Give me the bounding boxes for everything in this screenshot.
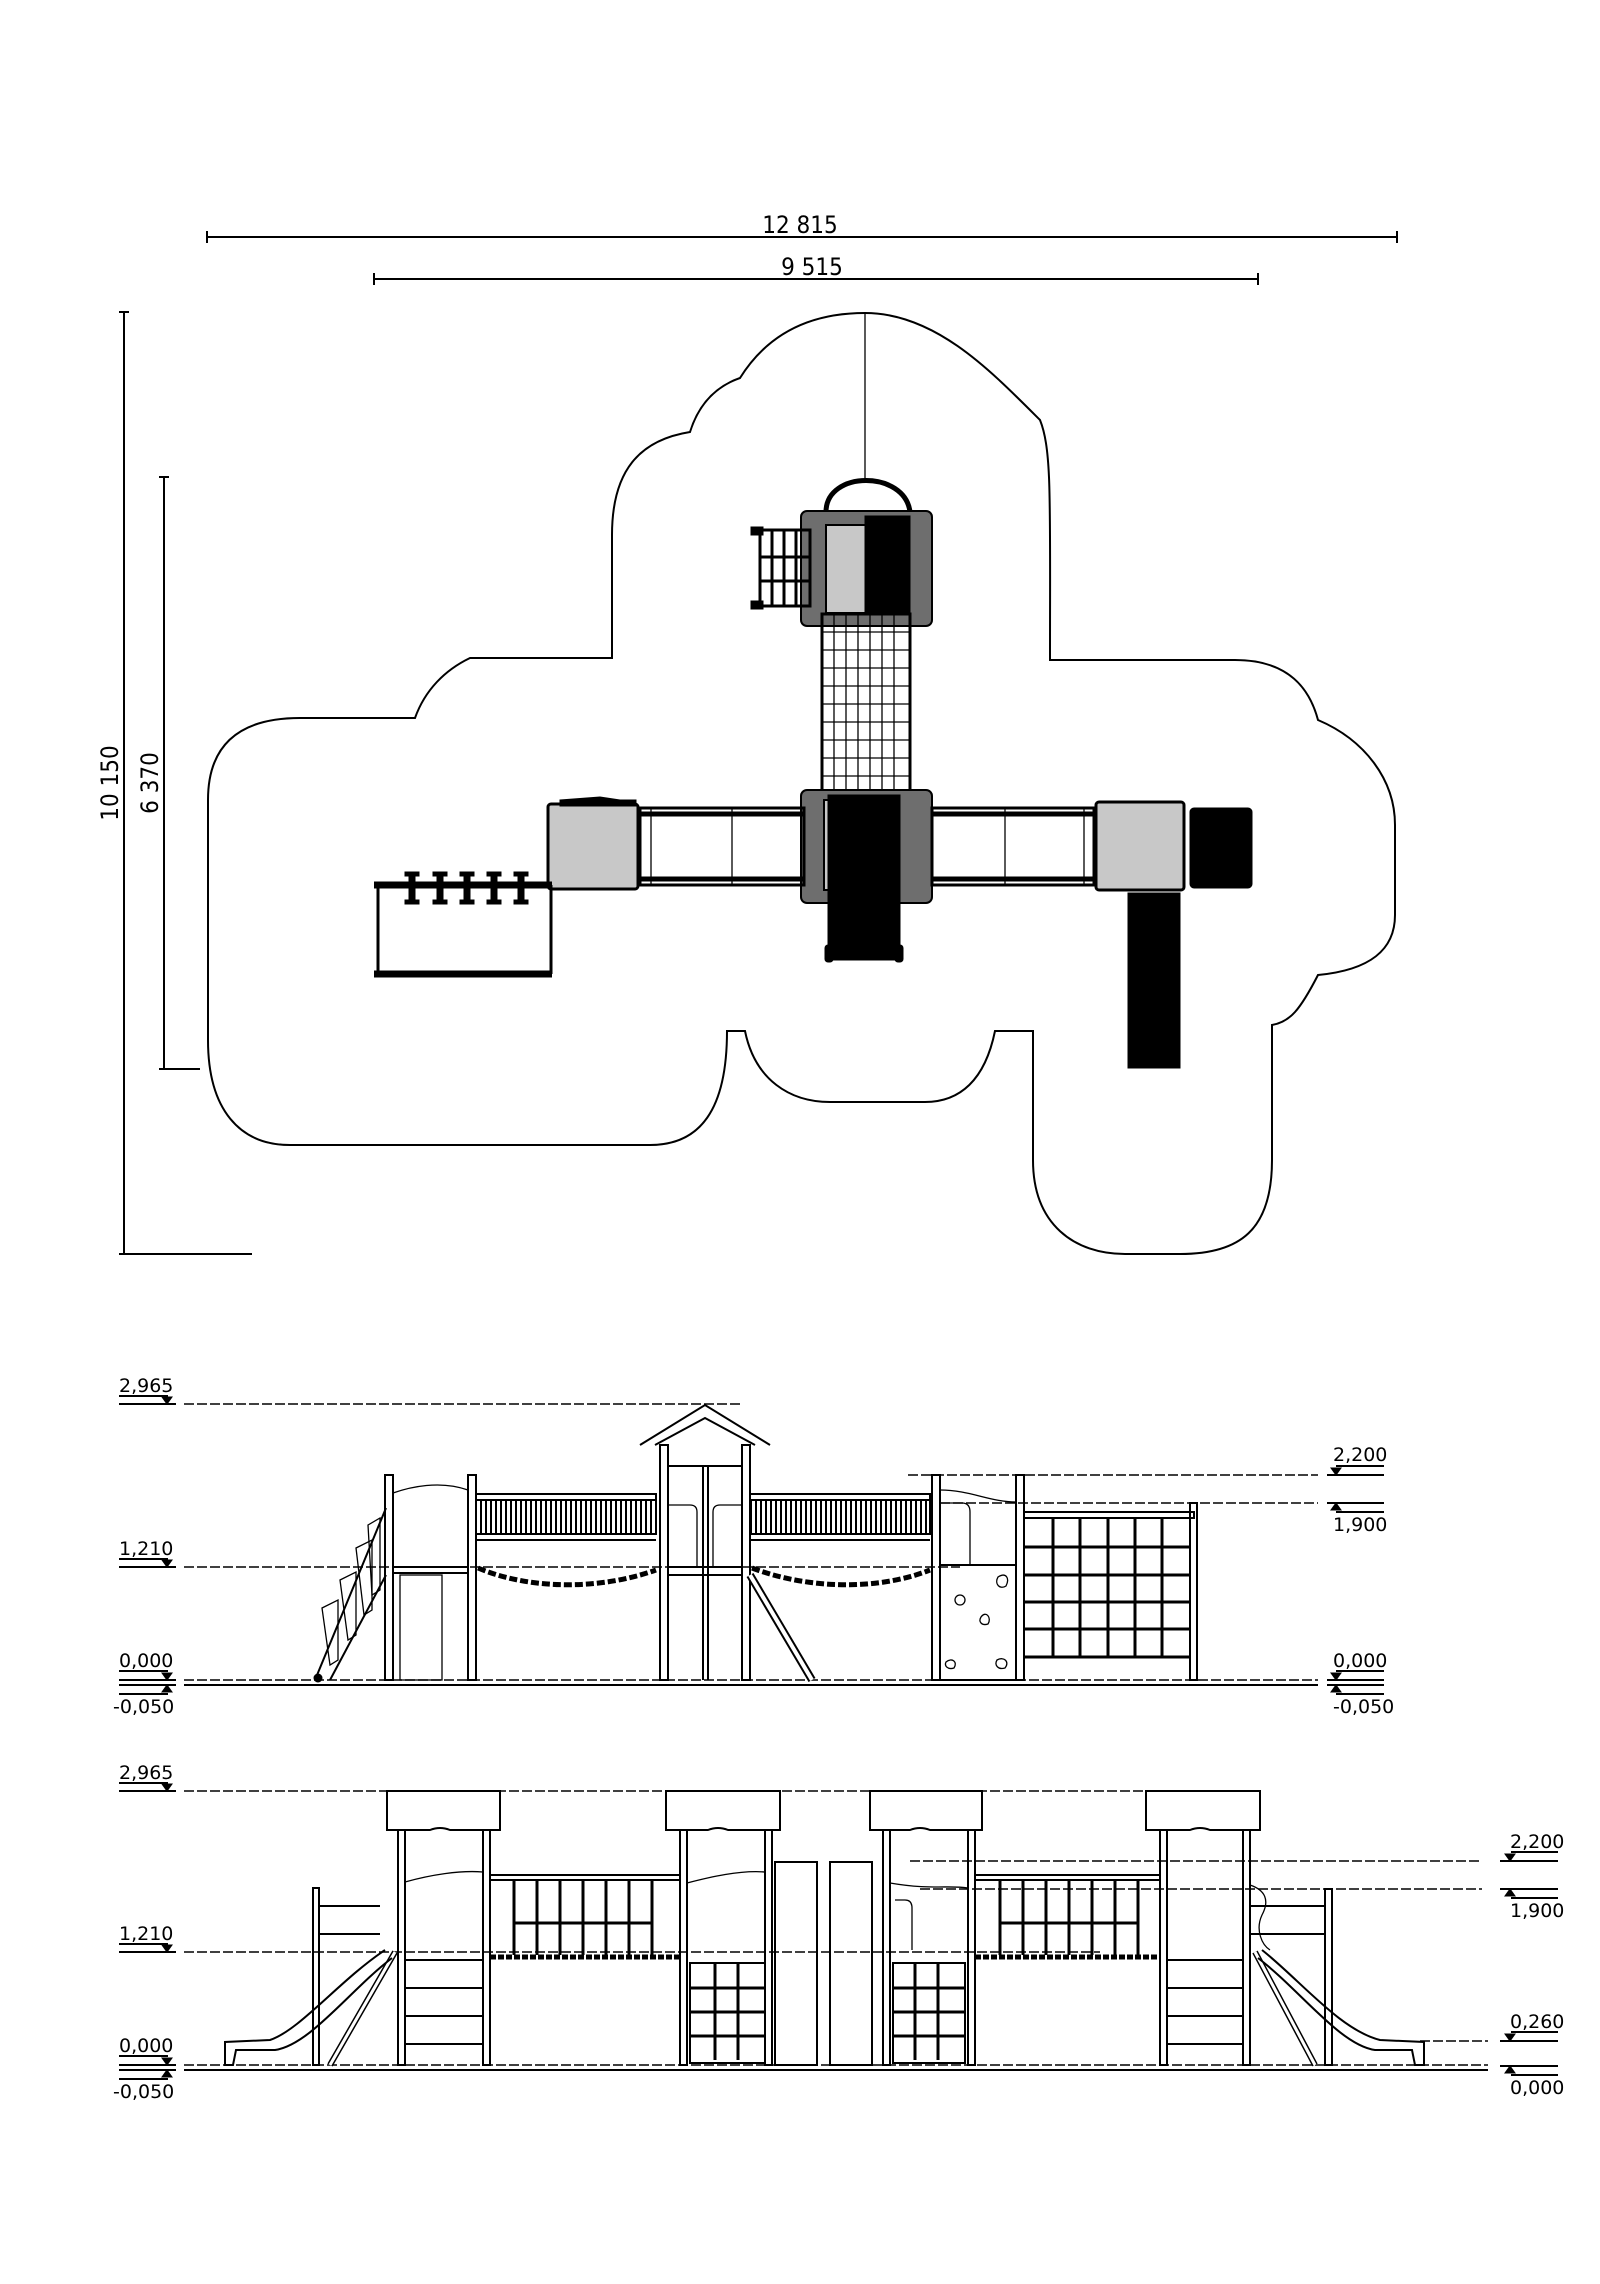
svg-text:2,200: 2,200 <box>1510 1831 1564 1853</box>
staircase <box>313 1507 387 1683</box>
level-marker: 0,000 -0,050 <box>1327 1650 1394 1718</box>
ladder-right <box>1189 807 1253 889</box>
side-elevation: 2,965 1,210 0,000 -0,050 2,200 <box>113 1762 1564 2103</box>
panel <box>404 1870 484 1883</box>
slide-left <box>224 1949 393 2066</box>
bridge-right <box>930 806 1096 887</box>
svg-text:2,965: 2,965 <box>119 1762 173 1784</box>
level-marker: 0,000 -0,050 <box>113 2035 1488 2103</box>
left-tower <box>384 1474 477 1681</box>
ladder-left <box>750 526 812 610</box>
left-ladder-side <box>312 1887 483 2067</box>
balustrade-right <box>749 1493 931 1541</box>
climbing-wall-tower <box>931 1474 1025 1681</box>
dimension-equipment-depth: 6 370 <box>136 476 200 1070</box>
tower-platform <box>825 524 871 614</box>
bridge-railing-left <box>490 1874 680 1960</box>
level-marker: 2,965 <box>119 1762 1260 1792</box>
climbing-net-plan <box>820 612 912 796</box>
roof-panel <box>386 1790 501 1831</box>
climbing-wall-top <box>559 796 637 807</box>
side-slide <box>1127 892 1181 1069</box>
rope-bridge-left <box>477 1565 657 1588</box>
central-tower <box>800 789 933 963</box>
safety-zone-outline <box>207 311 1396 1255</box>
dimension-label: 10 150 <box>96 745 124 821</box>
central-house <box>639 1403 771 1681</box>
panel <box>686 1871 766 1884</box>
svg-text:0,000: 0,000 <box>1333 1650 1387 1672</box>
panel <box>889 1882 969 1889</box>
level-marker: 2,200 <box>910 1831 1564 1862</box>
tunnel-gap <box>774 1861 873 2066</box>
dimension-overall-width: 12 815 <box>206 211 1398 243</box>
level-marker: 0,260 <box>1420 2011 1564 2042</box>
tower-slide-top <box>864 515 911 613</box>
level-marker: 1,210 <box>119 1923 1100 1953</box>
level-marker: 2,965 <box>119 1375 742 1405</box>
central-slide <box>827 794 901 961</box>
net-panel-center <box>689 1962 766 2064</box>
roof-panel <box>869 1790 983 1831</box>
svg-text:0,260: 0,260 <box>1510 2011 1564 2033</box>
svg-text:-0,050: -0,050 <box>113 1696 174 1718</box>
level-marker: 1,900 <box>920 1888 1564 1922</box>
svg-text:1,210: 1,210 <box>119 1538 173 1560</box>
roof-panel <box>665 1790 781 1831</box>
side-posts <box>397 1829 1251 2066</box>
rope-bridge-right <box>751 1565 931 1588</box>
level-marker: 0,000 <box>1500 2065 1564 2099</box>
slide-right <box>1257 1949 1425 2066</box>
bridge-left <box>638 806 806 887</box>
dimension-overall-depth: 10 150 <box>96 311 252 1255</box>
svg-text:0,000: 0,000 <box>1510 2077 1564 2099</box>
right-ladder-side <box>1167 1884 1333 2067</box>
dimension-label: 6 370 <box>136 752 164 814</box>
balustrade-left <box>475 1493 657 1541</box>
svg-text:1,900: 1,900 <box>1510 1900 1564 1922</box>
svg-text:1,210: 1,210 <box>119 1923 173 1945</box>
monkey-bars-plan <box>374 871 553 978</box>
dimension-label: 12 815 <box>762 211 838 239</box>
svg-text:1,900: 1,900 <box>1333 1514 1387 1536</box>
platform-left <box>546 802 640 891</box>
level-marker: 1,210 <box>119 1538 960 1568</box>
level-marker: 0,000 -0,050 <box>113 1650 1318 1718</box>
svg-text:-0,050: -0,050 <box>1333 1696 1394 1718</box>
level-marker: 1,900 <box>940 1502 1387 1536</box>
tunnel-arch <box>823 478 913 513</box>
front-elevation: 2,965 1,210 0,000 -0,050 2,20 <box>113 1375 1394 1718</box>
climbing-net-front <box>1023 1502 1198 1681</box>
platform-right <box>1094 800 1186 892</box>
net-panel-right <box>892 1899 966 2064</box>
dimension-equipment-width: 9 515 <box>373 253 1259 285</box>
svg-text:2,965: 2,965 <box>119 1375 173 1397</box>
svg-text:2,200: 2,200 <box>1333 1444 1387 1466</box>
level-marker: 2,200 <box>908 1444 1387 1476</box>
roof-panel <box>1145 1790 1261 1831</box>
dimension-label: 9 515 <box>781 253 843 281</box>
svg-text:0,000: 0,000 <box>119 1650 173 1672</box>
top-tower <box>750 478 933 627</box>
svg-text:-0,050: -0,050 <box>113 2081 174 2103</box>
bridge-railing-right <box>975 1874 1160 1960</box>
plan-view: 12 815 9 515 10 150 6 370 <box>96 211 1398 1255</box>
svg-text:0,000: 0,000 <box>119 2035 173 2057</box>
